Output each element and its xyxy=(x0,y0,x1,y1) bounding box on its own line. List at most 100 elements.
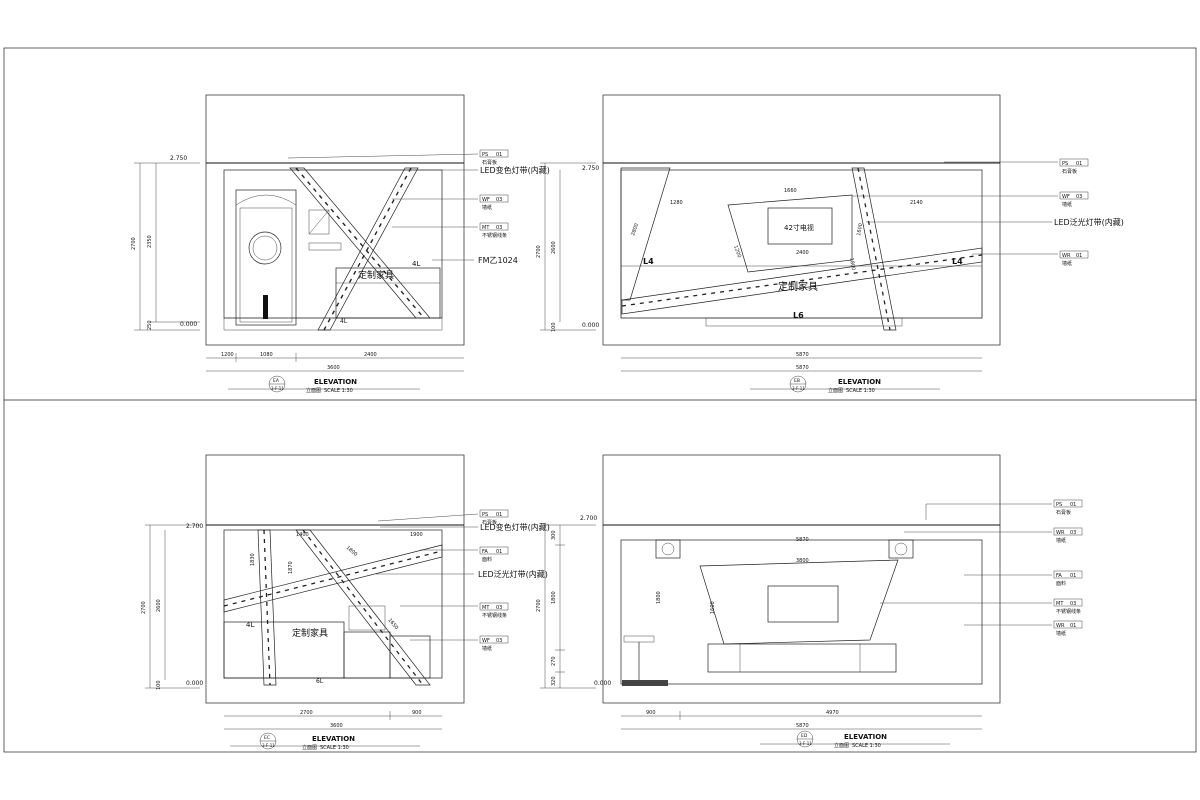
svg-text:2700: 2700 xyxy=(536,599,542,612)
svg-text:ED: ED xyxy=(801,733,808,739)
wall-section-hatch xyxy=(205,454,465,704)
svg-text:320: 320 xyxy=(551,676,557,686)
svg-text:250: 250 xyxy=(147,320,153,330)
svg-text:4970: 4970 xyxy=(826,710,839,716)
svg-text:1280: 1280 xyxy=(670,200,683,206)
tv-recess xyxy=(699,559,899,645)
svg-text:PS: PS xyxy=(482,152,488,158)
svg-text:EA: EA xyxy=(273,378,280,384)
material-label: FA 01 面料 xyxy=(479,546,509,563)
svg-text:墙纸: 墙纸 xyxy=(1056,537,1066,544)
svg-text:1800: 1800 xyxy=(848,257,856,271)
svg-text:墙纸: 墙纸 xyxy=(1062,201,1072,208)
picture-frame xyxy=(348,605,386,631)
door-handle xyxy=(263,295,268,319)
svg-text:EC: EC xyxy=(264,735,270,741)
svg-text:1900: 1900 xyxy=(410,532,423,538)
svg-text:墙纸: 墙纸 xyxy=(1056,630,1066,637)
svg-text:WF: WF xyxy=(482,197,490,203)
svg-text:2700: 2700 xyxy=(536,245,542,258)
elevation-bottom: 0.000 xyxy=(582,322,599,329)
svg-text:2700: 2700 xyxy=(141,601,147,614)
svg-text:5870: 5870 xyxy=(796,537,809,543)
svg-text:03: 03 xyxy=(1070,530,1076,536)
svg-text:FA: FA xyxy=(1056,573,1062,579)
svg-text:SCALE 1:30: SCALE 1:30 xyxy=(852,743,881,749)
round-window xyxy=(248,231,282,265)
wall-section-hatch xyxy=(602,94,1001,346)
svg-text:01: 01 xyxy=(496,152,502,158)
svg-text:900: 900 xyxy=(646,710,656,716)
furniture-label: 定制家具 xyxy=(292,627,328,639)
svg-text:不锈钢线条: 不锈钢线条 xyxy=(482,612,507,619)
svg-text:2600: 2600 xyxy=(551,241,557,254)
material-label: MT 03 不锈钢线条 xyxy=(479,602,509,619)
view-title-block: EB 3-F-11 ELEVATION 立面图 SCALE 1:30 xyxy=(750,375,940,394)
diagonal-beam xyxy=(317,167,419,331)
svg-text:立面图: 立面图 xyxy=(828,387,843,394)
svg-text:MT: MT xyxy=(1056,601,1064,607)
svg-text:石膏板: 石膏板 xyxy=(1062,168,1077,175)
svg-text:MT: MT xyxy=(482,605,490,611)
elevation-ea: 定制家具 4L 4L PS 01 石膏板 LED变色灯带(内藏) WF 03 墙… xyxy=(131,94,550,394)
svg-text:石膏板: 石膏板 xyxy=(482,159,497,166)
material-label: FA 01 面料 xyxy=(1053,570,1083,587)
svg-text:MT: MT xyxy=(482,225,490,231)
svg-text:2400: 2400 xyxy=(364,352,377,358)
elevation-bottom: 0.000 xyxy=(180,321,197,328)
svg-text:2700: 2700 xyxy=(300,710,313,716)
svg-text:4L: 4L xyxy=(246,621,254,629)
wall-section-hatch xyxy=(205,94,465,346)
elevation-top: 2.700 xyxy=(580,515,597,522)
svg-text:SCALE 1:30: SCALE 1:30 xyxy=(846,388,875,394)
view-title-block: ED 3-F-11 ELEVATION 立面图 SCALE 1:30 xyxy=(760,730,950,749)
elevation-ec: 定制家具 4L 6L 1400 1900 1830 1870 1800 1650… xyxy=(141,454,550,751)
svg-text:立面图: 立面图 xyxy=(302,744,317,751)
svg-text:ELEVATION: ELEVATION xyxy=(312,735,355,743)
svg-text:面料: 面料 xyxy=(1056,580,1066,587)
vertical-beam xyxy=(257,529,277,686)
svg-text:不锈钢线条: 不锈钢线条 xyxy=(1056,608,1081,615)
svg-text:2800: 2800 xyxy=(630,223,640,237)
svg-text:2140: 2140 xyxy=(910,200,923,206)
led-label: LED泛光灯带(内藏) xyxy=(1054,217,1124,227)
pendant-lamp xyxy=(655,539,681,559)
svg-text:01: 01 xyxy=(1076,253,1082,259)
floor-base xyxy=(622,680,668,686)
tv-label: 42寸电视 xyxy=(784,223,814,232)
svg-text:石膏板: 石膏板 xyxy=(1056,509,1071,516)
material-label: PS 01 石膏板 xyxy=(479,509,509,526)
door-frame xyxy=(235,189,297,326)
material-label: MT 03 不锈钢线条 xyxy=(1053,598,1083,615)
material-label: WF 03 墙纸 xyxy=(479,635,509,652)
wood-veneer-wall xyxy=(620,539,983,685)
svg-text:03: 03 xyxy=(496,225,502,231)
svg-text:03: 03 xyxy=(1076,194,1082,200)
svg-text:L4: L4 xyxy=(952,257,963,266)
led-label: LED泛光灯带(内藏) xyxy=(478,569,548,579)
svg-text:1400: 1400 xyxy=(296,532,309,538)
svg-text:03: 03 xyxy=(496,638,502,644)
svg-text:1830: 1830 xyxy=(250,553,256,566)
svg-text:01: 01 xyxy=(1070,573,1076,579)
svg-text:3-F-11: 3-F-11 xyxy=(792,386,805,391)
svg-text:3-F-11: 3-F-11 xyxy=(271,386,284,391)
svg-text:FA: FA xyxy=(482,549,488,555)
svg-text:WF: WF xyxy=(482,638,490,644)
svg-text:SCALE 1:30: SCALE 1:30 xyxy=(324,388,353,394)
diagonal-beam xyxy=(223,544,443,613)
material-label: WF 03 墙纸 xyxy=(479,194,509,211)
svg-text:2700: 2700 xyxy=(131,237,137,250)
svg-text:ELEVATION: ELEVATION xyxy=(844,733,887,741)
furniture-label: 定制家具 xyxy=(358,269,394,281)
wall-section-hatch xyxy=(602,454,1001,704)
svg-text:L4: L4 xyxy=(643,257,654,266)
svg-text:2350: 2350 xyxy=(147,235,153,248)
svg-text:EB: EB xyxy=(794,378,800,384)
svg-text:2400: 2400 xyxy=(796,250,809,256)
material-label: PS 01 石膏板 xyxy=(479,149,509,166)
svg-text:石膏板: 石膏板 xyxy=(482,519,497,526)
door-spec-label: FM乙1024 xyxy=(478,256,518,265)
diagonal-beam xyxy=(851,167,897,331)
